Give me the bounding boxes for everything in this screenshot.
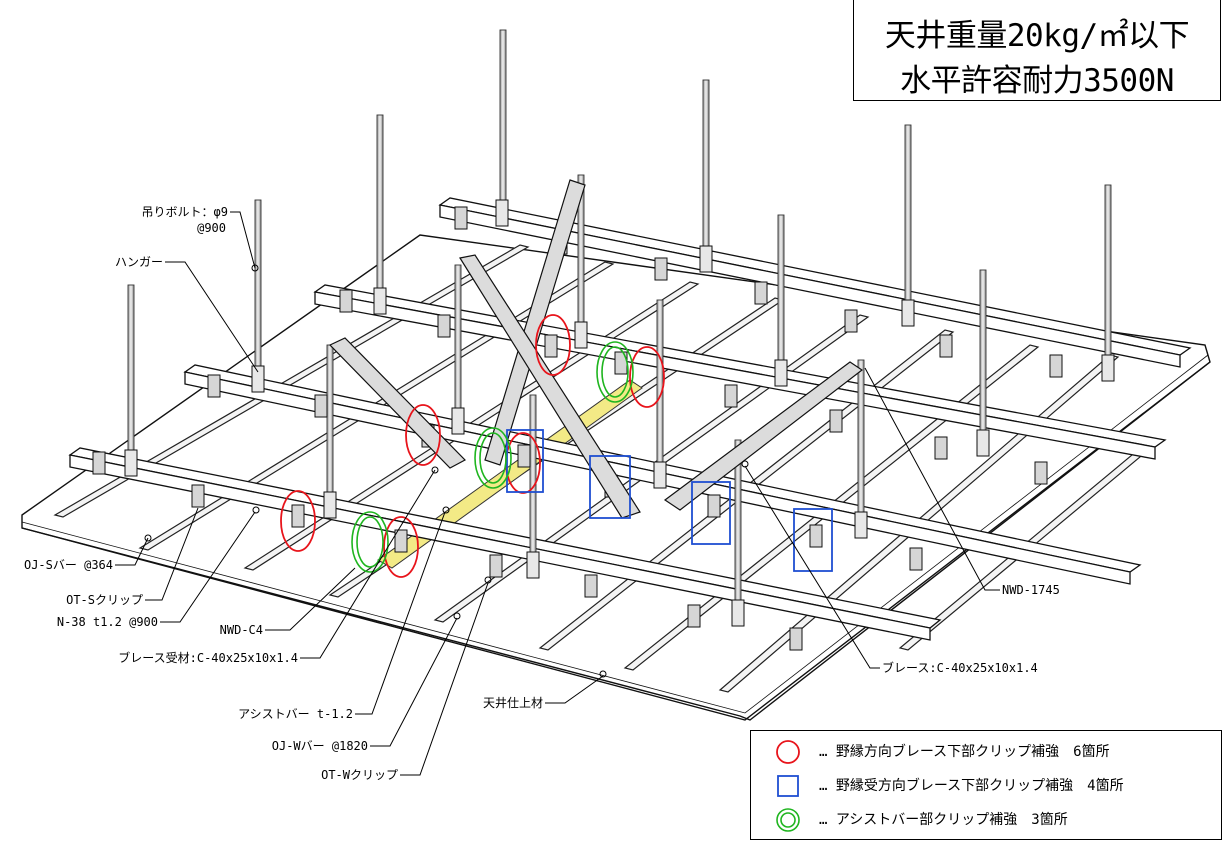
label-oj-s-bar: OJ-Sバー @364 [24,558,113,572]
legend-item-green-double-circle: … アシストバー部クリップ補強 3箇所 [751,805,1221,835]
label-hanger: ハンガー [115,255,163,269]
hangers [124,199,1115,627]
label-n38: N-38 t1.2 @900 [57,615,158,629]
green-double-circle-icon [776,808,800,832]
label-brace-receiver: ブレース受材:C-40x25x10x1.4 [118,650,298,665]
green-double-circle-markers [351,341,634,573]
label-ot-w-clip: OT-Wクリップ [321,768,398,782]
label-oj-w-bar: OJ-Wバー @1820 [272,739,368,753]
label-ot-s-clip: OT-Sクリップ [66,593,143,607]
spec-ceiling-weight: 天井重量20kg/㎡以下 [884,18,1190,54]
red-circle-markers [280,314,665,578]
legend: … 野縁方向ブレース下部クリップ補強 6箇所 … 野縁受方向ブレース下部クリップ… [750,730,1222,840]
legend-text-blue: … 野縁受方向ブレース下部クリップ補強 4箇所 [819,778,1124,794]
spec-horizontal-capacity: 水平許容耐力3500N [900,63,1174,99]
legend-item-red-circle: … 野縁方向ブレース下部クリップ補強 6箇所 [751,737,1221,767]
blue-square-markers [506,429,833,572]
spec-box: 天井重量20kg/㎡以下 水平許容耐力3500N [853,0,1221,101]
red-circle-icon [776,740,800,764]
label-assist-bar: アシストバー t-1.2 [238,707,353,721]
label-hanger-bolt-pitch: @900 [197,221,226,235]
legend-text-green: … アシストバー部クリップ補強 3箇所 [819,812,1068,828]
label-ceiling-finish: 天井仕上材 [483,696,543,710]
legend-text-red: … 野縁方向ブレース下部クリップ補強 6箇所 [819,744,1110,760]
label-nwd-1745: NWD-1745 [1002,583,1060,597]
braces [328,179,864,519]
label-nwd-c4: NWD-C4 [220,623,263,637]
label-brace: ブレース:C-40x25x10x1.4 [882,660,1038,675]
part-labels: 吊りボルト：φ9 @900 ハンガー OJ-Sバー @364 OT-Sクリップ … [24,205,1060,782]
leader-lines [115,211,1000,776]
label-hanger-bolt: 吊りボルト：φ9 [142,205,228,219]
legend-item-blue-square: … 野縁受方向ブレース下部クリップ補強 4箇所 [751,771,1221,801]
blue-square-icon [777,775,799,797]
